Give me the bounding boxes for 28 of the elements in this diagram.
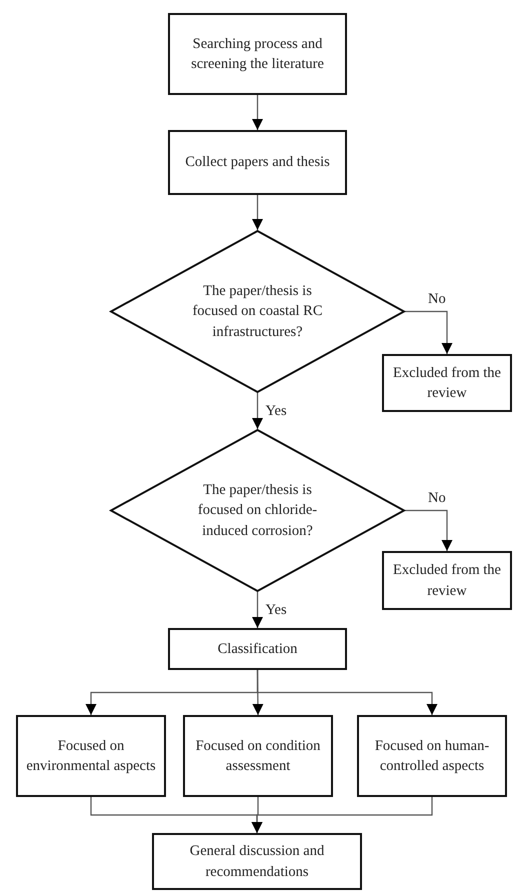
node-text: Classification [218, 640, 298, 659]
process-box [357, 715, 507, 797]
process-box [168, 628, 347, 670]
process-box [183, 715, 333, 797]
node-text: The paper/thesis is focused on chloride-induced corrosion? [196, 481, 318, 541]
node-text: Focused on environmental aspects [25, 736, 157, 776]
arrow [405, 510, 452, 551]
process-box [152, 833, 362, 890]
process-box [382, 354, 512, 412]
node-text: Excluded from the review [392, 561, 502, 600]
arrow [252, 195, 263, 230]
arrow [252, 393, 263, 429]
arrow [252, 95, 263, 130]
node-text: The paper/thesis is focused on coastal RC infrastructures? [191, 282, 324, 342]
process-box [382, 551, 512, 610]
process-box [16, 715, 166, 797]
arrow [252, 592, 263, 628]
arrow [405, 310, 452, 354]
node-text: Excluded from the review [392, 364, 502, 403]
node-text: Focused on condition assessment [194, 736, 322, 776]
node-text: General discussion and recommendations [188, 842, 326, 882]
node-text: Searching process and screening the literature [190, 34, 325, 74]
arrow [252, 797, 433, 833]
arrow [256, 670, 438, 715]
process-box [168, 13, 347, 95]
node-text: Focused on human-controlled aspects [374, 736, 490, 776]
node-text: Collect papers and thesis [185, 153, 330, 172]
process-box [168, 130, 347, 195]
